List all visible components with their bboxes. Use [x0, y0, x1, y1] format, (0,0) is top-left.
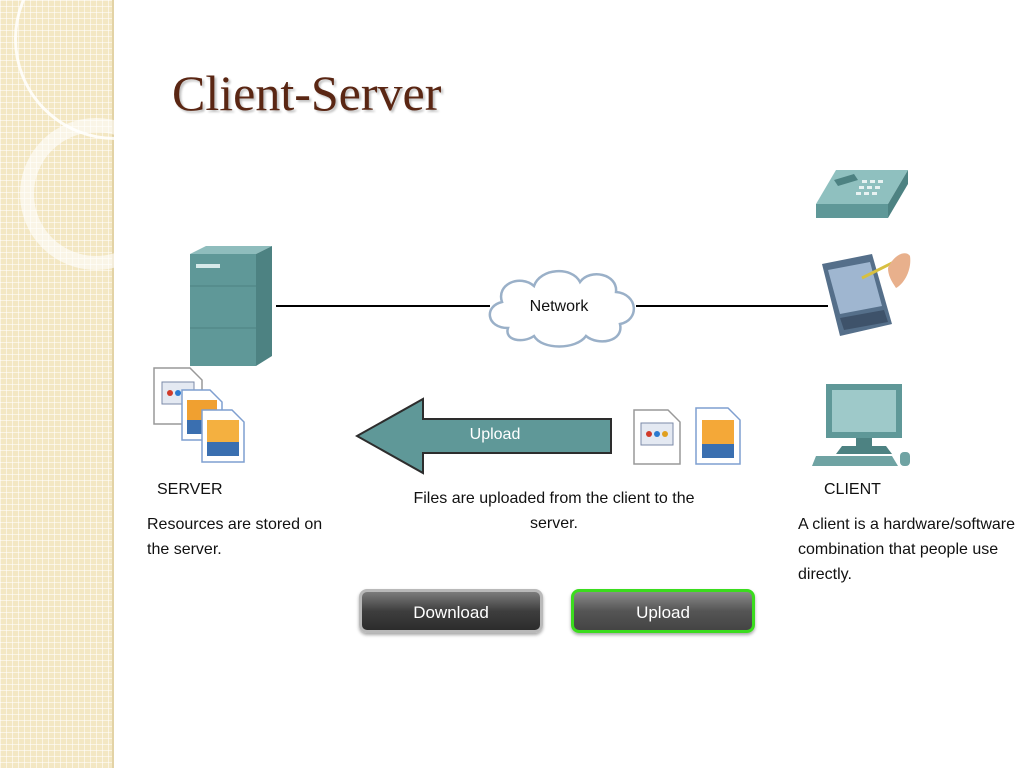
decorative-ring: [20, 118, 172, 270]
decorative-sidebar: [0, 0, 216, 768]
document-icon: [633, 409, 681, 465]
image-file-icon: [201, 409, 245, 463]
cloud-icon: [488, 269, 636, 348]
slide-title: Client-Server: [172, 65, 442, 121]
network-link-client: [636, 305, 828, 307]
server-description: Resources are stored on the server.: [147, 516, 323, 558]
client-description: A client is a hardware/software combinat…: [798, 516, 1015, 583]
upload-arrow: [355, 397, 612, 475]
network-link-server: [276, 305, 490, 307]
upload-button[interactable]: Upload: [571, 589, 755, 633]
diagram-caption: Files are uploaded from the client to th…: [413, 490, 695, 532]
upload-arrow-label: Upload: [469, 426, 521, 443]
network-label: Network: [529, 298, 589, 315]
pda-stylus-icon: [822, 253, 911, 336]
desktop-computer-icon: [812, 384, 910, 466]
server-label: SERVER: [157, 481, 223, 498]
telephone-icon: [816, 170, 908, 218]
download-button[interactable]: Download: [359, 589, 543, 633]
image-file-icon: [695, 407, 741, 465]
client-label: CLIENT: [824, 481, 881, 498]
server-tower-icon: [190, 246, 272, 366]
